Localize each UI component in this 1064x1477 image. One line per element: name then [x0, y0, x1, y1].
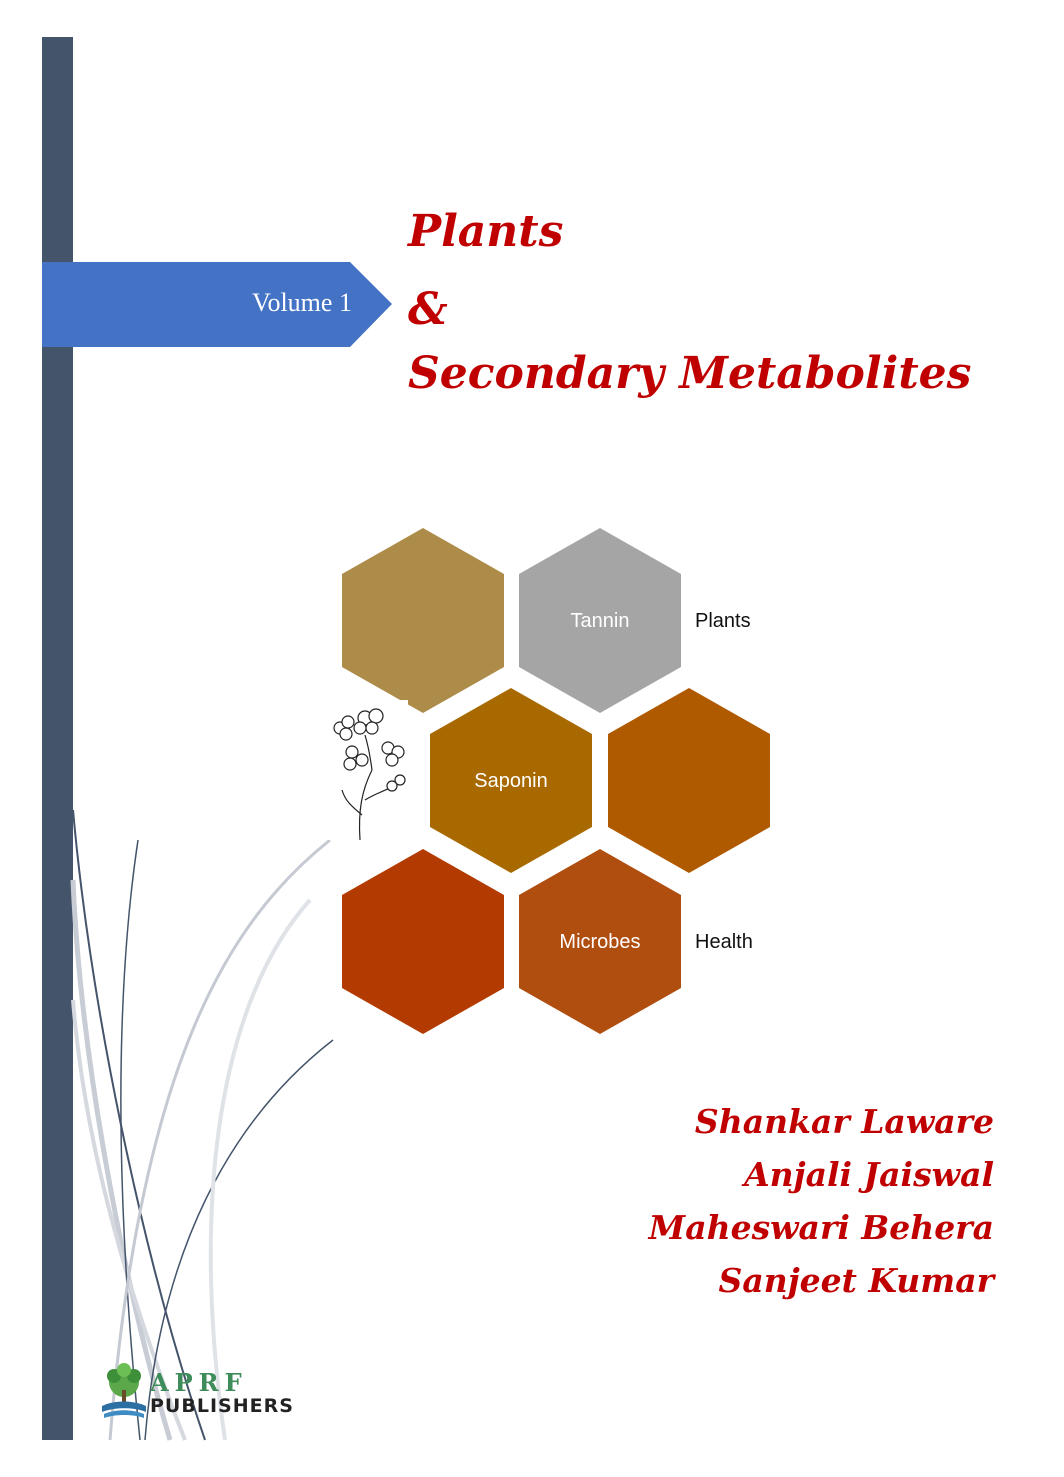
hexagon-microbes [519, 849, 681, 1034]
publisher-logo: APRF PUBLISHERS [100, 1362, 310, 1422]
author-name: Shankar Laware [694, 1102, 994, 1141]
title-line-ampersand: & [408, 284, 448, 335]
volume-label: Volume 1 [252, 288, 352, 317]
author-list: Shankar Laware Anjali Jaiswal Maheswari … [649, 1095, 994, 1307]
hex-label-saponin: Saponin [474, 770, 547, 792]
hex-label-microbes: Microbes [559, 931, 640, 953]
side-label-plants: Plants [695, 610, 751, 632]
volume-banner: Volume 1 [42, 262, 392, 347]
hex-label-tannin: Tannin [571, 610, 630, 632]
author-name: Sanjeet Kumar [718, 1261, 994, 1300]
side-label-health: Health [695, 931, 753, 953]
tree-logo-icon [102, 1363, 146, 1418]
title-line-plants: Plants [408, 206, 564, 257]
hexagon-tan [342, 528, 504, 713]
flower-sketch-icon [324, 700, 408, 841]
publisher-name-bottom: PUBLISHERS [150, 1395, 294, 1417]
author-name: Maheswari Behera [648, 1208, 994, 1247]
author-name: Anjali Jaiswal [744, 1155, 994, 1194]
title-line-secondary-metabolites: Secondary Metabolites [408, 348, 972, 399]
hexagon-tannin [519, 528, 681, 713]
hexagon-red [342, 849, 504, 1034]
hexagon-orange [608, 688, 770, 873]
hexagon-saponin [430, 688, 592, 873]
publisher-name-top: APRF [150, 1368, 248, 1397]
